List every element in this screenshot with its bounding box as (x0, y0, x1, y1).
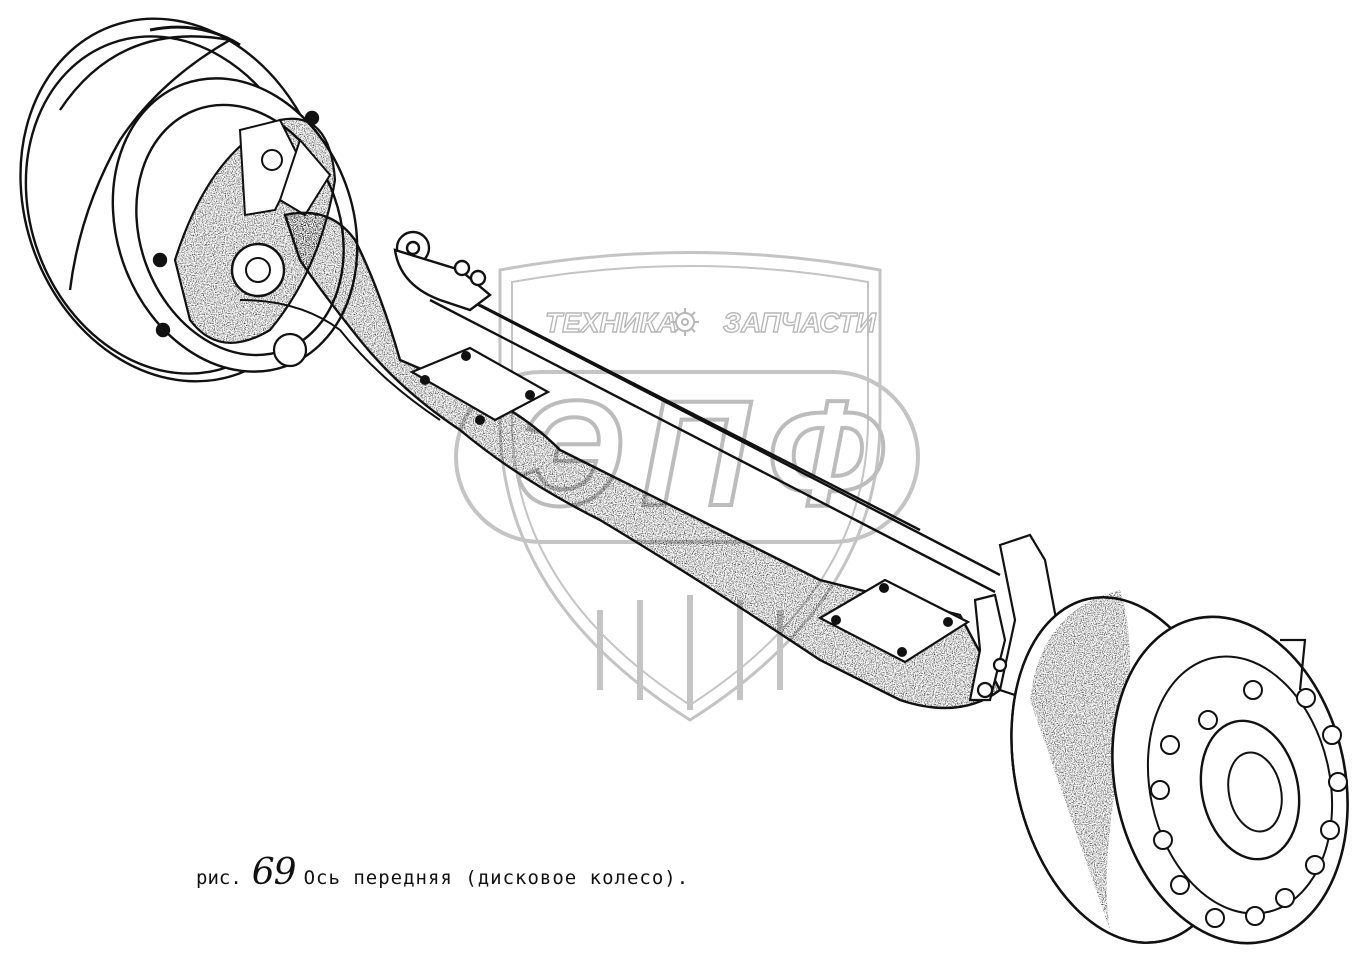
figure-number: 69 (251, 852, 297, 893)
watermark-left-word: ТЕХНИКА (545, 307, 677, 338)
axle-beam (239, 211, 1002, 710)
tie-rod (393, 230, 1001, 594)
caption-prefix: рис. (196, 867, 242, 889)
watermark-logo-letters: ЭПФ (515, 369, 902, 537)
left-steering-knuckle (173, 117, 337, 368)
wheel-studs (1150, 680, 1348, 928)
gear-icon (671, 308, 699, 336)
right-wheel-drum (1010, 590, 1349, 945)
figure-title: Ось передняя (дисковое колесо). (303, 867, 690, 889)
watermark-right-word: ЗАПЧАСТИ (723, 307, 877, 338)
figure-caption: рис. 69 Ось передняя (дисковое колесо). (196, 852, 689, 902)
